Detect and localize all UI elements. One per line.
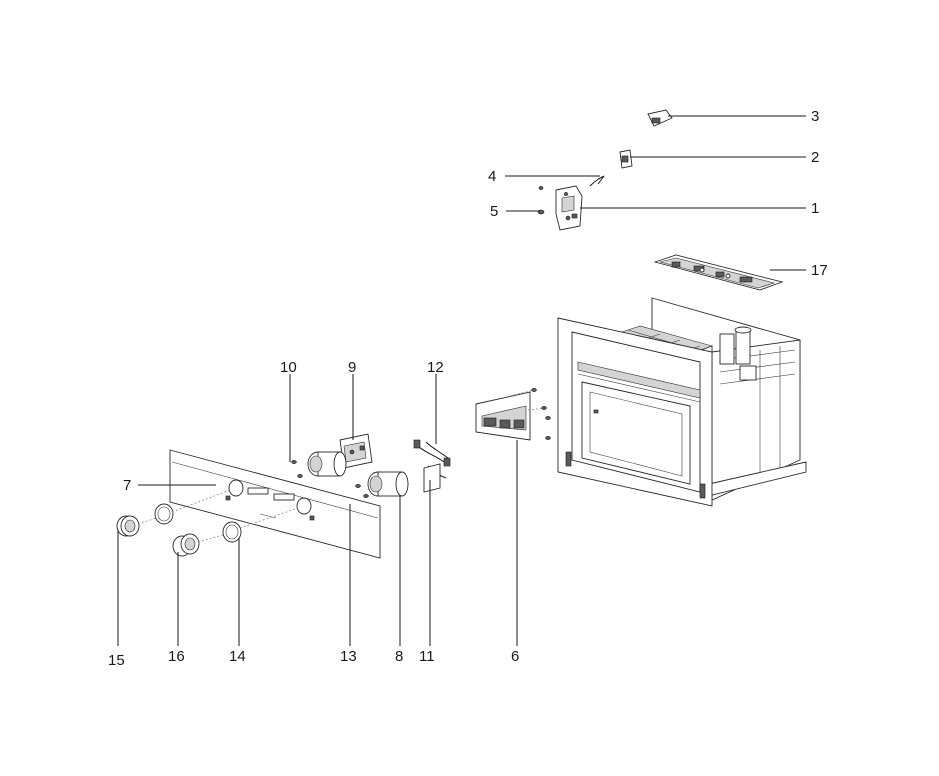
callout-10: 10 [280,359,297,376]
part-13-knob-ring [154,489,231,525]
callout-14: 14 [229,648,246,665]
part-10-thermostat [291,451,347,478]
part-1-door-lock [555,185,583,231]
callout-15: 15 [108,652,125,669]
part-17-control-board [653,254,784,291]
part-6-terminal-bracket [475,388,551,441]
callout-16: 16 [168,648,185,665]
callout-13: 13 [340,648,357,665]
callout-11: 11 [419,648,435,665]
callout-3: 3 [811,108,819,125]
leader-lines [117,115,806,646]
callout-2: 2 [811,149,819,166]
part-7-control-panel [169,449,381,559]
callout-8: 8 [395,648,403,665]
part-8-timer [355,471,409,498]
callout-4: 4 [488,168,496,185]
part-2-microswitch [619,149,633,169]
part-3-latch [647,109,673,127]
callout-7: 7 [123,477,131,494]
part-4-wire-spring [538,175,605,190]
callout-labels: 3 2 4 1 5 17 7 10 9 12 6 15 16 14 13 8 1… [108,108,828,669]
part-11-bracket [423,463,441,493]
callout-1: 1 [811,200,819,217]
callout-9: 9 [348,359,356,376]
callout-12: 12 [427,359,444,376]
part-16-knob [172,533,227,557]
oven-cavity-assembly [557,297,807,507]
callout-5: 5 [490,203,498,220]
part-14-knob-ring [222,507,299,543]
callout-6: 6 [511,648,519,665]
part-15-knob [116,515,163,537]
callout-17: 17 [811,262,828,279]
